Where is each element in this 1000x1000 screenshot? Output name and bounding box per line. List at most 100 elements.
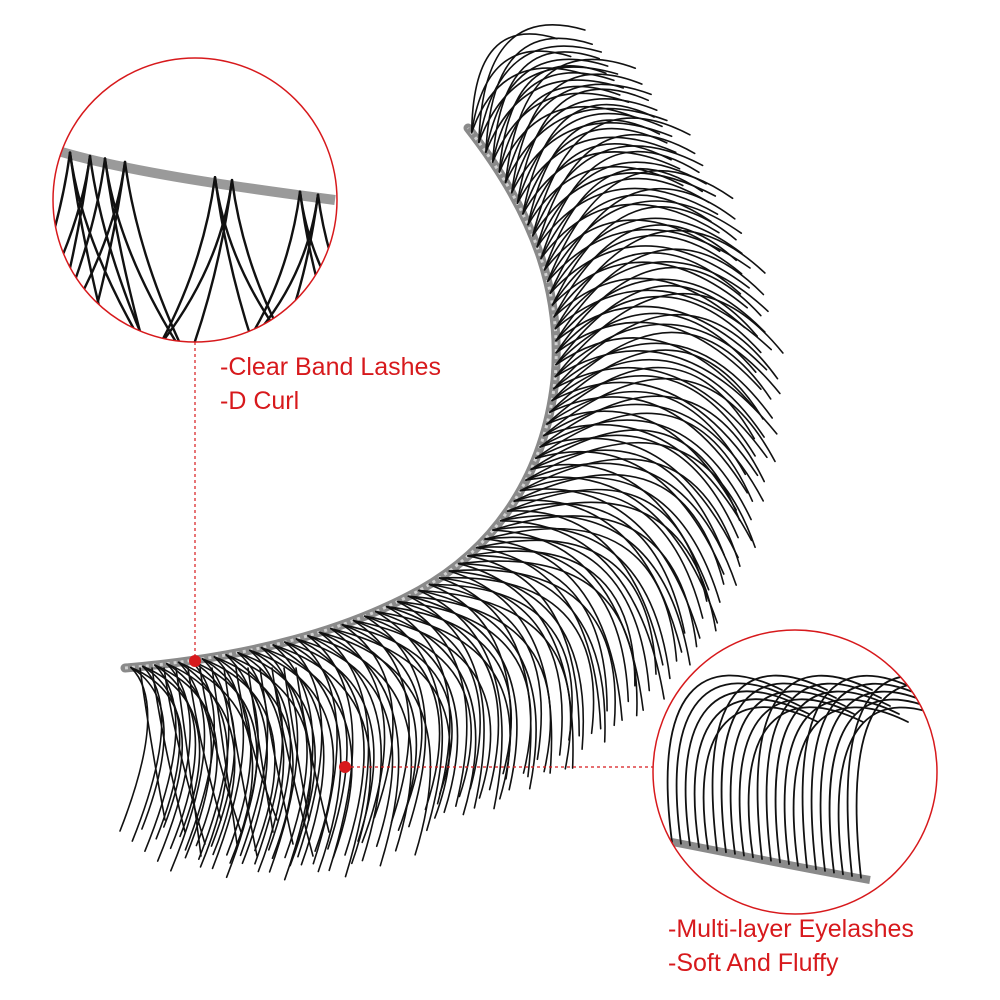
lash-hair [470, 50, 572, 134]
lash-hair [475, 546, 602, 730]
lash-hair [555, 266, 762, 354]
lash-hair [513, 490, 704, 619]
lash-hair [364, 615, 492, 799]
lash-hair [543, 219, 721, 271]
lash-hair [154, 664, 197, 850]
zoom-lash-hair [729, 690, 846, 855]
lash-hair [535, 434, 739, 539]
lash-hair [554, 229, 766, 330]
lash-hair [485, 58, 609, 153]
lash-hair [199, 667, 242, 833]
lash-hair [341, 623, 394, 819]
lash-hair [491, 71, 615, 163]
lash-hair [510, 73, 643, 194]
lash-hair [554, 323, 781, 395]
lash-hair [407, 595, 485, 809]
lash-hair [151, 667, 186, 833]
lash-hair [506, 488, 708, 602]
lash-hair [144, 664, 177, 852]
lash-hair [352, 619, 473, 798]
callout-d-curl: -D Curl [220, 387, 300, 415]
lash-hair [484, 527, 678, 662]
lash-hair [272, 644, 314, 881]
lash-hair [553, 367, 768, 459]
lash-hair [318, 631, 370, 878]
lash-hair [543, 194, 712, 271]
lash-hair [438, 577, 532, 778]
lash-hair [516, 88, 649, 204]
callout-text-layer: -Multi-layer Eyelashes -Soft And Fluffy [668, 912, 914, 980]
lash-hair [478, 45, 602, 144]
lash-hair [396, 600, 532, 774]
lash-hair [516, 112, 663, 204]
lash-hair [555, 285, 758, 366]
lash-hair [539, 419, 752, 521]
zoom-lash-hair [53, 151, 72, 342]
lash-hair [470, 67, 586, 134]
lash-hair [448, 570, 553, 774]
lash-hair [139, 667, 166, 821]
lash-hair [130, 666, 165, 830]
main-eyelash-strip [119, 24, 784, 881]
lash-hair [418, 589, 503, 810]
zoom-lash-hair [765, 682, 882, 862]
lash-hair [555, 248, 765, 342]
zoom-lash-hair [675, 682, 792, 845]
lash-hair [142, 665, 181, 840]
lash-hair [163, 667, 206, 845]
lash-hair [555, 312, 757, 373]
lash-hair [498, 105, 635, 173]
zoom-lash-hair [711, 674, 828, 852]
lash-hair [499, 501, 717, 632]
lash-hair [131, 665, 163, 842]
zoom-circle-band-detail [52, 57, 338, 343]
lash-hair [554, 292, 784, 378]
lash-hair [211, 667, 238, 845]
lash-hair [513, 499, 683, 653]
lash-hair [213, 656, 268, 865]
callout-soft-fluffy: -Soft And Fluffy [668, 949, 839, 977]
lash-hair [543, 377, 776, 463]
lash-hair [491, 92, 630, 163]
lash-hair [386, 605, 481, 790]
lash-hair [284, 641, 323, 858]
zoom-lash-hair [756, 674, 873, 860]
lash-hair [330, 627, 418, 831]
lash-hair [341, 623, 453, 795]
lash-hair [499, 520, 665, 700]
lash-hair [223, 667, 258, 857]
zoom-lash-hair [828, 698, 937, 874]
lash-hair [546, 410, 737, 511]
lash-hairs [119, 24, 784, 881]
lash-hair [201, 658, 252, 856]
lash-hair [543, 403, 764, 502]
lash-hair [484, 538, 623, 721]
zoom-lash-hair [53, 154, 92, 342]
lash-hair [553, 224, 737, 318]
lash-hair [467, 555, 581, 737]
lash-hair [530, 429, 741, 522]
lash-hair [352, 619, 410, 824]
lash-hair [177, 661, 229, 868]
lash-hair [535, 450, 725, 575]
lash-hair [428, 583, 573, 741]
lash-hair [525, 441, 756, 549]
callout-text-band: -Clear Band Lashes -D Curl [220, 350, 441, 418]
lash-hair [448, 570, 584, 750]
lash-hair [540, 177, 710, 260]
lash-hair [546, 366, 756, 440]
zoom-lash-hair [783, 698, 900, 865]
lash-hair [519, 458, 741, 567]
lash-hair [555, 321, 762, 390]
lash-hair [187, 667, 222, 821]
lash-hair [530, 449, 725, 556]
lash-hair [522, 151, 681, 215]
lash-hair [364, 615, 427, 828]
lash-hair [531, 117, 691, 237]
lash-hair [271, 667, 314, 857]
lash-hair [396, 600, 500, 791]
zoom-lash-hair [103, 157, 183, 342]
lash-hair [504, 58, 637, 184]
